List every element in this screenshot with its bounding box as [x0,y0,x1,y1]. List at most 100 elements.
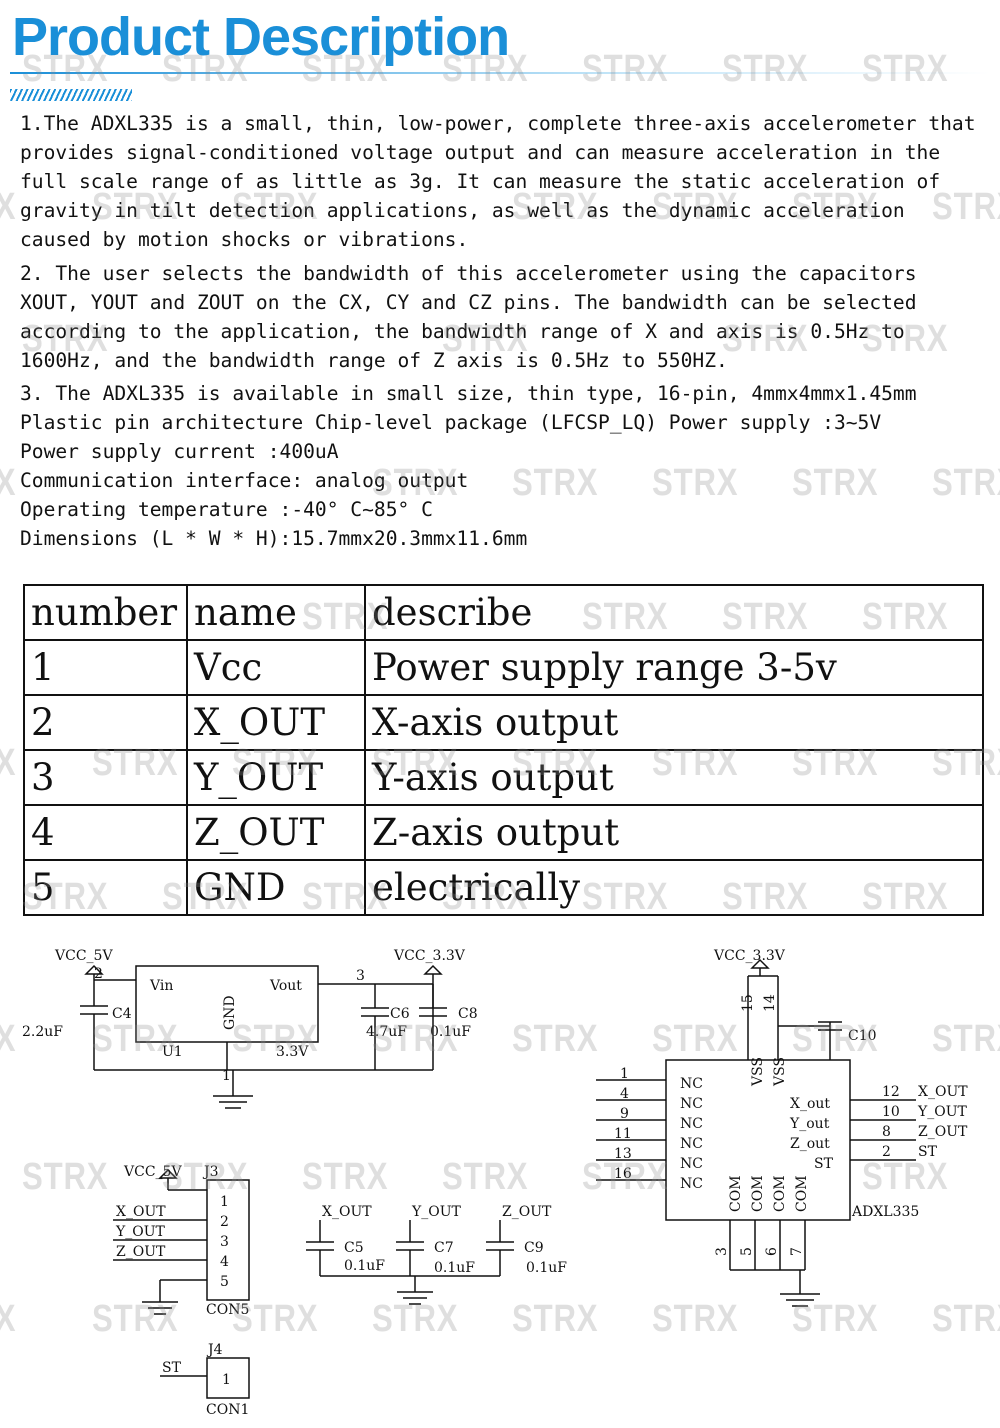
paragraph-line: 1.The ADXL335 is a small, thin, low-powe… [20,112,976,135]
label-nc-pin: 11 [614,1126,632,1142]
table-row: 5 GND electrically [23,859,984,916]
label-j3-pin: 3 [220,1234,229,1250]
watermark: STRX [0,186,16,229]
pin-description: X-axis output [364,694,984,751]
pin-description: Y-axis output [364,749,984,806]
label-j3-vcc: VCC_5V [123,1164,182,1180]
label-y-out-net: Y_OUT [917,1104,968,1120]
pin-name: Y_OUT [186,749,366,806]
paragraph-line: provides signal-conditioned voltage outp… [20,141,941,164]
label-j3-pin: 4 [220,1254,229,1270]
title-underline [10,72,990,74]
pin-name: GND [186,859,366,916]
watermark: STRX [512,462,599,504]
label-nc-pin: 13 [614,1146,632,1162]
label-vss: VSS [772,1057,788,1087]
label-j3-x-out: X_OUT [116,1204,166,1220]
label-y-out-internal: Y_out [789,1116,830,1132]
label-pin-8: 8 [882,1124,891,1140]
pin-table: number name describe 1 Vcc Power supply … [23,584,984,916]
paragraph-line: 3. The ADXL335 is available in small siz… [20,382,917,405]
label-vout: Vout [269,978,302,994]
label-com-pin: 6 [764,1247,780,1256]
label-pin-12: 12 [882,1084,900,1100]
pin-number: 5 [23,859,188,916]
paragraph-line: XOUT, YOUT and ZOUT on the CX, CY and CZ… [20,291,917,314]
label-filter-net: Z_OUT [502,1204,552,1220]
label-pin-10: 10 [882,1104,900,1120]
watermark: STRX [0,462,16,505]
label-nc-pin: 16 [614,1166,632,1182]
label-j3-y-out: Y_OUT [115,1224,166,1240]
label-x-out-internal: X_out [790,1096,830,1112]
watermark: STRX [932,462,1000,504]
label-c9-value: 0.1uF [526,1260,567,1276]
label-nc: NC [680,1076,703,1092]
label-com-pin: 7 [789,1247,805,1256]
label-com: COM [794,1175,810,1212]
table-row: 1 Vcc Power supply range 3-5v [23,639,984,696]
label-com: COM [728,1175,744,1212]
watermark: STRX [792,462,879,504]
table-header-row: number name describe [23,584,984,641]
label-c7-value: 0.1uF [434,1260,475,1276]
label-c6: C6 [390,1006,410,1022]
label-c8: C8 [458,1006,478,1022]
spec-dimensions: Dimensions (L * W * H):15.7mmx20.3mmx11.… [20,527,528,550]
label-st-net: ST [918,1144,938,1160]
label-filter-net: Y_OUT [411,1204,462,1220]
label-nc: NC [680,1136,703,1152]
label-com: COM [750,1175,766,1212]
label-j4-ref: J4 [206,1342,223,1358]
label-pin-out: 3 [356,968,365,984]
schematic-diagram: VCC_5V 2 Vin Vout GND U1 3.3V 3 1 VCC_3.… [22,948,968,1418]
label-j3-pin: 5 [220,1274,229,1290]
label-pin-2: 2 [882,1144,891,1160]
pin-name: Vcc [186,639,366,696]
watermark: STRX [0,742,16,785]
pin-number: 3 [23,749,188,806]
label-vcc-5v: VCC_5V [54,948,113,964]
pin-name: Z_OUT [186,804,366,861]
title-hatch-decoration [10,89,132,101]
label-c4-value: 2.2uF [22,1024,63,1040]
label-pin-in: 2 [94,966,103,982]
label-u1: U1 [162,1044,183,1060]
paragraph-line: according to the application, the bandwi… [20,320,905,343]
label-c7: C7 [434,1240,454,1256]
pin-description: electrically [364,859,984,916]
label-com: COM [772,1175,788,1212]
label-c4: C4 [112,1006,132,1022]
label-chip-name: ADXL335 [851,1204,919,1220]
label-c8-value: 0.1uF [430,1024,471,1040]
label-pin-gnd: 1 [222,1068,231,1084]
table-row: 2 X_OUT X-axis output [23,694,984,751]
pin-number: 2 [23,694,188,751]
paragraph-line: 1600Hz, and the bandwidth range of Z axi… [20,349,728,372]
spec-temperature: Operating temperature :-40° C~85° C [20,498,433,521]
paragraph-line: 2. The user selects the bandwidth of thi… [20,262,917,285]
label-c10: C10 [848,1028,877,1044]
label-j3-name: CON5 [206,1302,249,1318]
label-j3-pin: 2 [220,1214,229,1230]
label-j3-ref: J3 [202,1164,219,1180]
label-c9: C9 [524,1240,544,1256]
label-nc: NC [680,1176,703,1192]
header-number: number [23,584,188,641]
spec-interface: Communication interface: analog output [20,469,469,492]
label-c5-value: 0.1uF [344,1258,385,1274]
label-j4-net: ST [162,1360,182,1376]
label-c5: C5 [344,1240,364,1256]
label-z-out-internal: Z_out [790,1136,830,1152]
label-c6-value: 4.7uF [366,1024,407,1040]
label-nc-pin: 1 [620,1066,629,1082]
label-pin-14: 14 [762,994,778,1012]
paragraph-2: 2. The user selects the bandwidth of thi… [20,259,985,375]
watermark: STRX [862,48,949,90]
label-j3-pin: 1 [220,1194,229,1210]
watermark: STRX [652,462,739,504]
spec-power-current: Power supply current :400uA [20,440,339,463]
label-nc: NC [680,1116,703,1132]
label-j4-name: CON1 [206,1402,249,1418]
label-com-pin: 5 [739,1247,755,1256]
